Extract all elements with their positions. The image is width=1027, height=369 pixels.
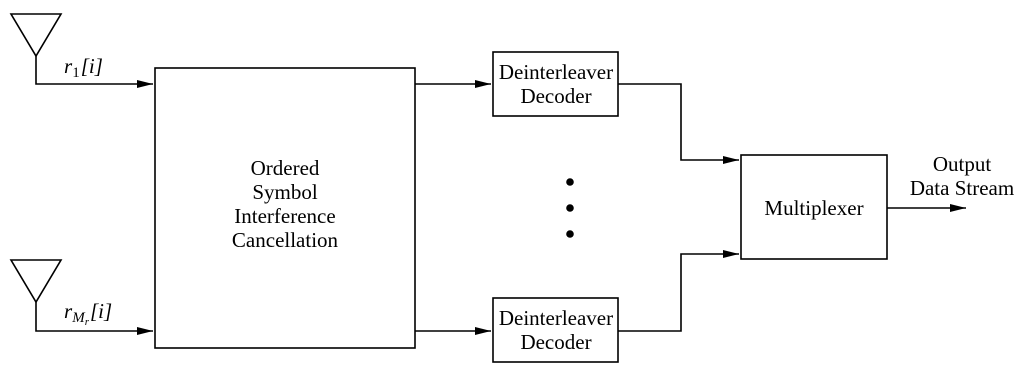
decoder-block-1-frame: [492, 51, 619, 117]
decoder-block-1-line-2: Decoder: [520, 84, 591, 108]
decoder-block-2-frame: [492, 297, 619, 363]
osic-block-line-4: Cancellation: [232, 228, 339, 252]
output-label-line-2: Data Stream: [910, 176, 1014, 200]
antenna-1-feed-line: [35, 56, 153, 88]
osic-block-line-1: Ordered: [251, 156, 320, 180]
decoder-2-to-mux-line: [618, 250, 739, 332]
decoder-block-1: Deinterleaver Decoder: [492, 51, 619, 117]
antenna-1-label: r1[i]: [64, 54, 103, 81]
decoder-1-to-mux-line: [618, 83, 739, 164]
decoder-block-1-line-1: Deinterleaver: [499, 60, 613, 84]
antenna-1-icon: [9, 13, 63, 58]
multiplexer-block: Multiplexer: [740, 154, 888, 260]
antenna-1: r1[i]: [9, 13, 153, 88]
osic-block-frame: [154, 67, 416, 349]
ellipsis-dot: [566, 204, 574, 212]
decoder-block-2: Deinterleaver Decoder: [492, 297, 619, 363]
output-label-line-1: Output: [933, 152, 992, 176]
multiplexer-block-frame: [740, 154, 888, 260]
ellipsis-dot: [566, 230, 574, 238]
antenna-mr: rMr[i]: [9, 259, 153, 335]
antenna-mr-icon: [9, 259, 63, 304]
antenna-mr-label: rMr[i]: [64, 299, 112, 328]
decoder-block-2-line-1: Deinterleaver: [499, 306, 613, 330]
multiplexer-label: Multiplexer: [764, 196, 863, 220]
ellipsis-dot: [566, 178, 574, 186]
antenna-mr-feed-line: [35, 302, 153, 335]
osic-block-line-3: Interference: [234, 204, 335, 228]
osic-block: Ordered Symbol Interference Cancellation: [154, 67, 416, 349]
osic-block-line-2: Symbol: [252, 180, 318, 204]
decoder-block-2-line-2: Decoder: [520, 330, 591, 354]
ellipsis-dots: [566, 178, 574, 238]
